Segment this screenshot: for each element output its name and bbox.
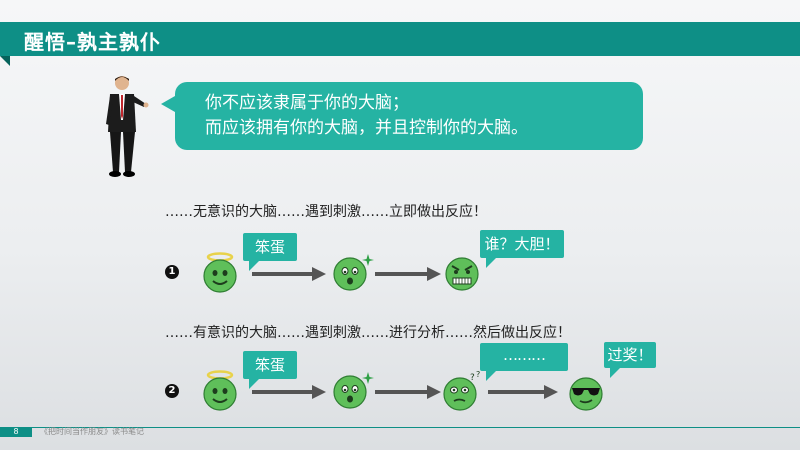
row2-number-badge: 2 <box>165 384 179 398</box>
row2-tag-flattered: 过奖！ <box>604 342 656 378</box>
arrow-right-icon <box>375 385 441 399</box>
row1-number-badge: 1 <box>165 265 179 279</box>
slide-title: 醒悟–孰主孰仆 <box>24 30 161 54</box>
svg-text:?: ? <box>470 373 475 383</box>
title-bar-fold <box>0 56 10 66</box>
arrow-right-icon <box>375 267 441 281</box>
row2-sentence: ……有意识的大脑……遇到刺激……进行分析……然后做出反应！ <box>165 325 571 341</box>
title-bar: 醒悟–孰主孰仆 <box>0 22 800 66</box>
angel-face-icon <box>203 370 237 411</box>
main-bubble-line-1: 你不应该隶属于你的大脑； <box>205 93 409 113</box>
main-bubble-line-2: 而应该拥有你的大脑，并且控制你的大脑。 <box>205 118 528 138</box>
footer-caption: 《把时间当作朋友》读书笔记 <box>40 427 144 436</box>
businessman-illustration <box>106 76 149 177</box>
angry-face-icon <box>445 257 479 291</box>
arrow-right-icon <box>252 385 326 399</box>
arrow-right-icon <box>252 267 326 281</box>
page-number: 8 <box>0 427 32 437</box>
row1-tag-stupid: 笨蛋 <box>243 233 297 271</box>
row1-tag-who-dares: 谁？大胆！ <box>480 230 564 268</box>
shocked-face-icon <box>333 372 374 409</box>
sunglasses-face-icon <box>569 377 603 411</box>
row1-sentence: ……无意识的大脑……遇到刺激……立即做出反应！ <box>165 204 487 220</box>
confused-face-icon: ? ? <box>443 370 480 411</box>
row2-tag-thinking: ……… <box>480 343 568 381</box>
footer-line <box>0 427 800 437</box>
main-speech-bubble: 你不应该隶属于你的大脑； 而应该拥有你的大脑，并且控制你的大脑。 <box>161 82 643 150</box>
shocked-face-icon <box>333 254 374 291</box>
row2-tag-stupid: 笨蛋 <box>243 351 297 389</box>
angel-face-icon <box>203 252 237 293</box>
svg-text:?: ? <box>476 370 480 379</box>
arrow-right-icon <box>488 385 558 399</box>
